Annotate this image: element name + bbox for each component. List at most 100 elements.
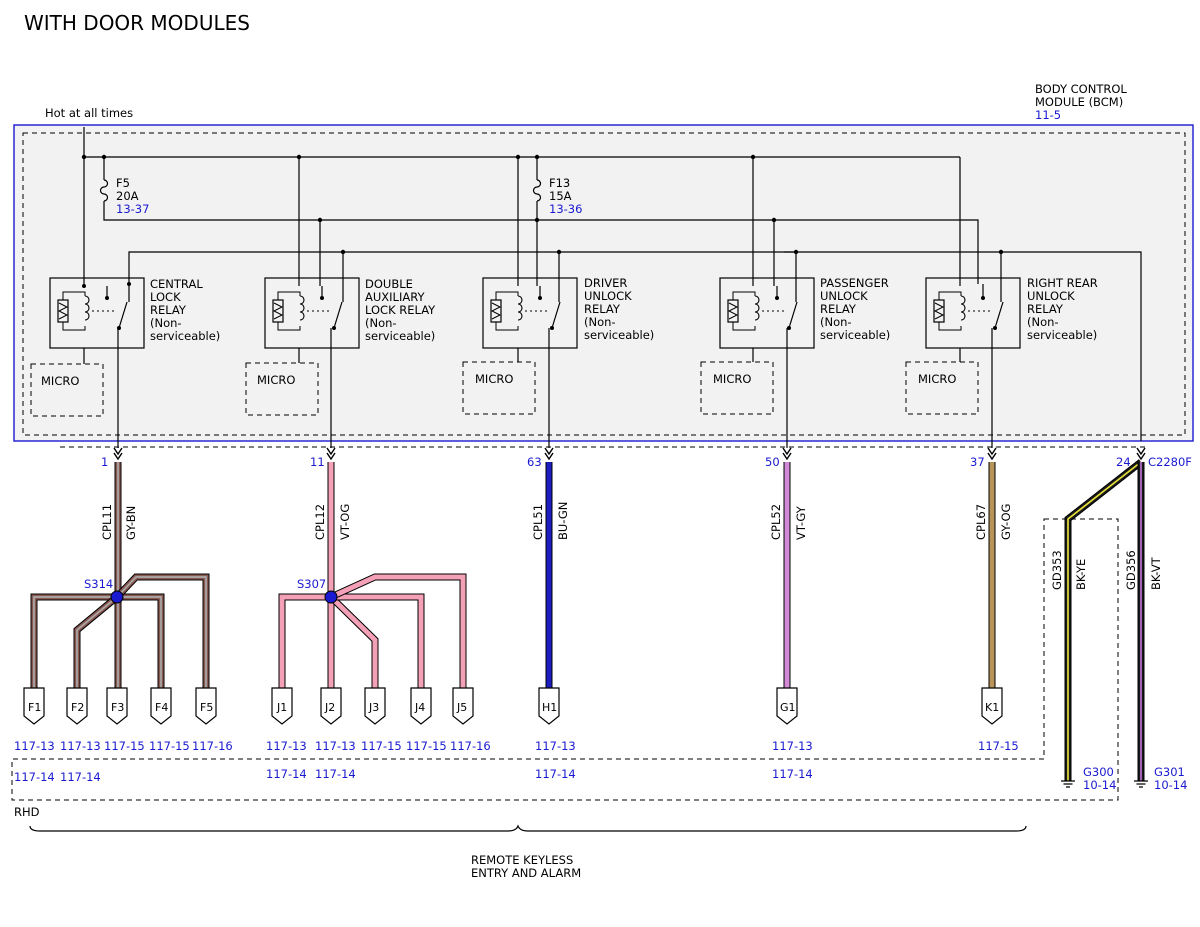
connector-j2-label: J2 [324, 701, 335, 714]
wire-cpl51-circuit: CPL51 [531, 504, 545, 540]
connector-f5-label: F5 [200, 701, 213, 714]
wire-cpl12-circuit: CPL12 [313, 504, 327, 540]
ref-f1: 117-13 [14, 739, 55, 753]
connector-h1-label: H1 [542, 701, 557, 714]
relay-right-rear-label-5: serviceable) [1027, 328, 1097, 342]
wire-harness [30, 459, 1145, 781]
ref-f5: 117-16 [192, 739, 233, 753]
micro-label-2: MICRO [257, 373, 295, 387]
relay-driver-label-1: DRIVER [584, 276, 627, 290]
page-title: WITH DOOR MODULES [24, 11, 250, 35]
ground-g301-ref: 10-14 [1154, 778, 1187, 792]
connector-g1-label: G1 [780, 701, 796, 714]
fuse-f13-rating: 15A [549, 189, 572, 203]
rhd-boundary [11, 518, 1119, 801]
ground-g300-ref: 10-14 [1083, 778, 1116, 792]
rhd-ref-2: 117-14 [60, 770, 101, 784]
relay-driver-label-5: serviceable) [584, 328, 654, 342]
wire-cpl11-to-f2-stripe [76, 596, 118, 688]
connector-j1-label: J1 [276, 701, 287, 714]
splice-s314-label: S314 [84, 577, 113, 591]
fuse-f5-ref: 13-37 [116, 202, 149, 216]
relay-double-aux-label-1: DOUBLE [365, 277, 413, 291]
relay-central-label-1: CENTRAL [150, 277, 203, 291]
rhd-ref-5: 117-14 [535, 767, 576, 781]
wire-cpl11-to-f5-stripe [116, 576, 207, 688]
wire-cpl12-to-j1-outline [278, 593, 331, 688]
wire-cpl12-to-j1 [279, 594, 331, 688]
bcm-ref: 11-5 [1035, 108, 1061, 122]
rhd-ref-6: 117-14 [772, 767, 813, 781]
connector-f4-label: F4 [155, 701, 168, 714]
ground-g301-symbol [1133, 780, 1149, 788]
wire-cpl11-color: GY-BN [124, 506, 138, 540]
wire-cpl11-to-f2 [74, 595, 119, 688]
wire-cpl11-to-f4 [117, 594, 164, 688]
pin-label-50: 50 [765, 455, 780, 469]
relay-passenger-label-4: (Non- [820, 315, 852, 329]
ref-j5: 117-16 [450, 739, 491, 753]
pin-label-1: 1 [101, 455, 108, 469]
splice-s307-label: S307 [297, 577, 326, 591]
wire-cpl11-to-f1-stripe [33, 596, 117, 688]
pin-arrow-1 [113, 447, 123, 460]
relay-double-aux-label-5: serviceable) [365, 329, 435, 343]
micro-label-4: MICRO [713, 372, 751, 386]
relay-passenger-label-5: serviceable) [820, 328, 890, 342]
relay-passenger-label-1: PASSENGER [820, 276, 889, 290]
ref-j2: 117-13 [315, 739, 356, 753]
wire-gd356-color: BK-VT [1149, 556, 1163, 590]
pin-label-37: 37 [970, 455, 985, 469]
ground-g300-symbol [1060, 780, 1076, 788]
wire-gd353-color: BK-YE [1074, 559, 1088, 590]
ref-j3: 117-15 [361, 739, 402, 753]
relay-driver-label-4: (Non- [584, 315, 616, 329]
pin-arrow-24 [1136, 447, 1146, 460]
rhd-label: RHD [14, 805, 40, 819]
pin-label-24: 24 [1116, 455, 1131, 469]
wire-cpl51-color: BU-GN [556, 502, 570, 540]
bcm-label-line1: BODY CONTROL [1035, 82, 1127, 96]
wire-gd353-stripe [1067, 461, 1142, 781]
wire-cpl12-to-j3-outline [328, 594, 379, 688]
wire-cpl11-to-f4-stripe [117, 596, 162, 688]
wire-cpl11-to-f4-outline [117, 593, 165, 688]
wire-cpl12-to-j4 [331, 594, 424, 688]
ref-h1: 117-13 [535, 739, 576, 753]
pin-arrow-50 [782, 447, 792, 460]
hot-at-all-times-label: Hot at all times [45, 106, 133, 120]
connector-c2280f-label: C2280F [1148, 455, 1192, 469]
splice-s314-dot [110, 590, 124, 604]
ref-k1: 117-15 [978, 739, 1019, 753]
bcm-inner-boundary [22, 132, 1186, 436]
brace-label-line1: REMOTE KEYLESS [471, 853, 573, 867]
relay-central-label-3: RELAY [150, 303, 187, 317]
connector-f2-label: F2 [71, 701, 84, 714]
ref-j1: 117-13 [266, 739, 307, 753]
fuse-f13-name: F13 [549, 176, 570, 190]
wire-cpl52-circuit: CPL52 [769, 504, 783, 540]
relay-driver-label-3: RELAY [584, 302, 621, 316]
fuse-f13-ref: 13-36 [549, 202, 582, 216]
connector-f1-label: F1 [28, 701, 41, 714]
relay-output-wires [117, 328, 993, 448]
relay-central-label-5: serviceable) [150, 329, 220, 343]
relay-taps [106, 284, 1002, 302]
wire-gd356-circuit: GD356 [1124, 550, 1138, 590]
pin-label-11: 11 [310, 455, 325, 469]
ref-g1: 117-13 [772, 739, 813, 753]
connector-k1-label: K1 [985, 701, 999, 714]
relay-passenger-label-2: UNLOCK [820, 289, 868, 303]
relay-central-label-2: LOCK [150, 290, 181, 304]
pin-arrow-37 [987, 447, 997, 460]
wire-cpl67-circuit: CPL67 [974, 504, 988, 540]
relay-passenger-label-3: RELAY [820, 302, 857, 316]
relay-right-rear-label-3: RELAY [1027, 302, 1064, 316]
ref-f3: 117-15 [104, 739, 145, 753]
connector-j3-label: J3 [368, 701, 379, 714]
connector-j5-label: J5 [456, 701, 467, 714]
relay-double-aux-label-4: (Non- [365, 316, 397, 330]
ref-f2: 117-13 [60, 739, 101, 753]
bcm-module-box [13, 124, 1194, 442]
